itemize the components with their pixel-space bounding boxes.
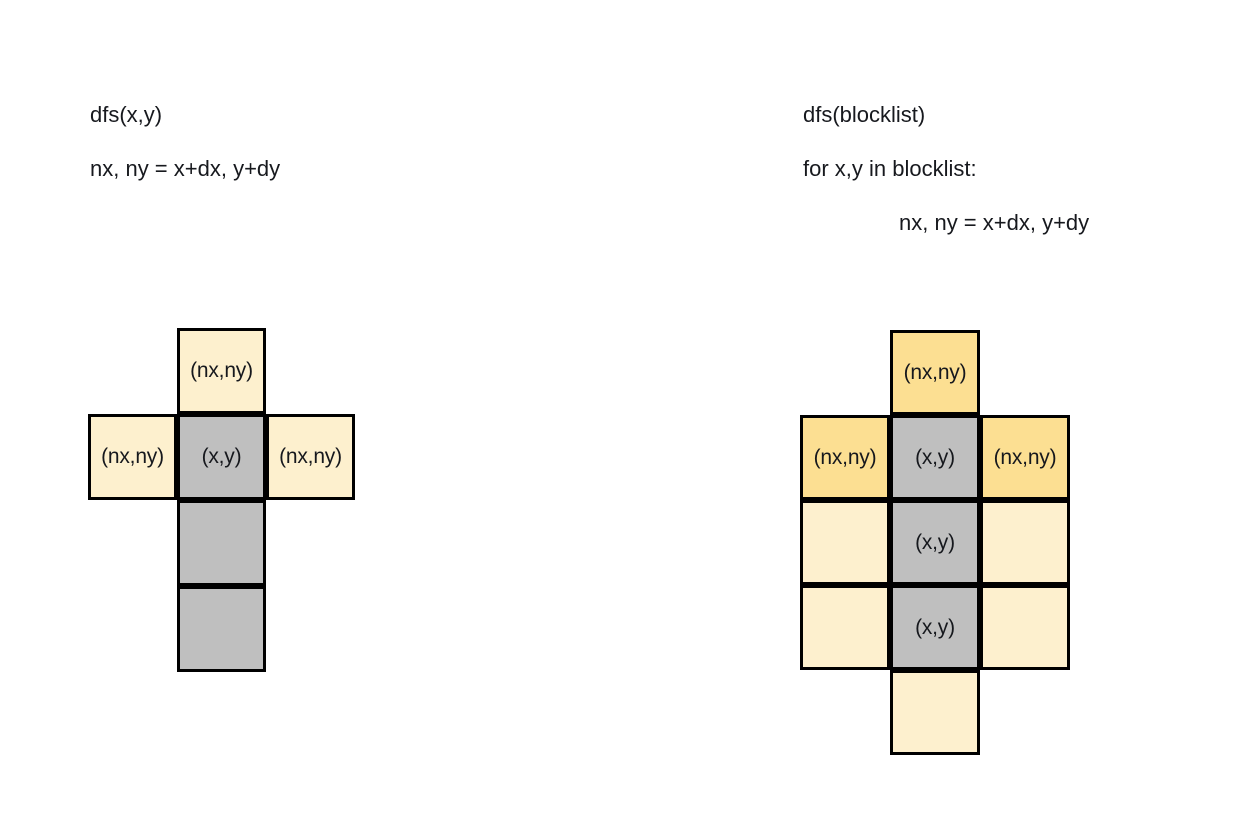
cell-label: (nx,ny) bbox=[903, 360, 967, 384]
grid-cell bbox=[980, 500, 1070, 585]
grid-cell: (x,y) bbox=[890, 585, 980, 670]
grid-cell: (nx,ny) bbox=[88, 414, 177, 500]
code-line: dfs(blocklist) bbox=[803, 102, 926, 127]
grid-cell: (x,y) bbox=[890, 500, 980, 585]
grid-cell: (nx,ny) bbox=[177, 328, 266, 414]
grid-cell: (nx,ny) bbox=[890, 330, 980, 415]
grid-cell bbox=[890, 670, 980, 755]
grid-cell: (nx,ny) bbox=[266, 414, 355, 500]
grid-cell bbox=[800, 585, 890, 670]
grid-cell: (nx,ny) bbox=[800, 415, 890, 500]
code-line: for x,y in blocklist: bbox=[803, 156, 977, 181]
code-line: nx, ny = x+dx, y+dy bbox=[90, 156, 281, 181]
grid-cell: (x,y) bbox=[177, 414, 266, 500]
code-line: nx, ny = x+dx, y+dy bbox=[899, 210, 1090, 235]
code-line: dfs(x,y) bbox=[90, 102, 163, 127]
grid-cell bbox=[800, 500, 890, 585]
cell-label: (x,y) bbox=[915, 445, 955, 469]
code-block-left: dfs(x,y) nx, ny = x+dx, y+dy bbox=[90, 88, 280, 196]
grid-cell bbox=[177, 500, 266, 586]
grid-cell: (nx,ny) bbox=[980, 415, 1070, 500]
cell-label: (nx,ny) bbox=[813, 445, 877, 469]
cell-label: (x,y) bbox=[915, 530, 955, 554]
code-block-right: dfs(blocklist) for x,y in blocklist: nx, n… bbox=[803, 88, 1089, 250]
cell-label: (nx,ny) bbox=[279, 445, 342, 468]
grid-cell: (x,y) bbox=[890, 415, 980, 500]
cell-label: (nx,ny) bbox=[993, 445, 1057, 469]
cell-label: (nx,ny) bbox=[190, 359, 253, 382]
cell-label: (nx,ny) bbox=[101, 445, 164, 468]
cell-label: (x,y) bbox=[915, 615, 955, 639]
grid-cell bbox=[177, 586, 266, 672]
grid-cell bbox=[980, 585, 1070, 670]
cell-label: (x,y) bbox=[201, 445, 242, 468]
